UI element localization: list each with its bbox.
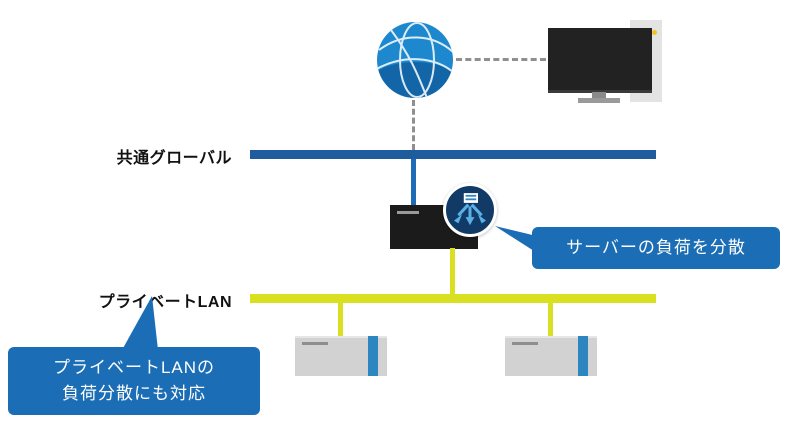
internet-globe-icon: [375, 20, 455, 100]
dashed-link-globe-bus: [412, 100, 415, 150]
callout-private-lan-line1: プライベートLANの: [52, 357, 216, 377]
connector-loadbalancer-to-lan: [450, 248, 455, 295]
monitor-stand-base: [578, 98, 620, 103]
global-bus-bar: [250, 150, 656, 159]
global-bus-label: 共通グローバル: [116, 150, 232, 167]
dashed-link-globe-pc: [456, 58, 546, 61]
server-2-vent: [512, 342, 538, 345]
callout-server-load-text: サーバーの負荷を分散: [566, 237, 746, 257]
pc-tower-led: [652, 30, 657, 35]
server-icon-2: [505, 336, 597, 376]
monitor-icon: [548, 28, 652, 93]
server-1-stripe: [368, 336, 378, 376]
server-1-vent: [302, 342, 328, 345]
private-lan-bar: [250, 294, 656, 303]
server-1-topline: [295, 336, 387, 338]
connector-lan-to-server-2: [548, 303, 553, 337]
private-lan-label: プライベートLAN: [98, 294, 232, 311]
server-2-stripe: [578, 336, 588, 376]
monitor-stand-neck: [592, 92, 606, 98]
callout-lan-tail: [122, 296, 158, 350]
load-balancer-badge: [443, 183, 497, 237]
load-balancer-vent: [397, 211, 419, 214]
callout-private-lan: プライベートLANの 負荷分散にも対応: [8, 347, 260, 415]
server-2-topline: [505, 336, 597, 338]
callout-server-load: サーバーの負荷を分散: [532, 227, 780, 269]
server-icon-1: [295, 336, 387, 376]
load-balancer-icon: [454, 193, 486, 226]
callout-private-lan-line2: 負荷分散にも対応: [62, 384, 206, 403]
connector-lan-to-server-1: [338, 303, 343, 337]
connector-bus-to-loadbalancer: [411, 159, 416, 207]
